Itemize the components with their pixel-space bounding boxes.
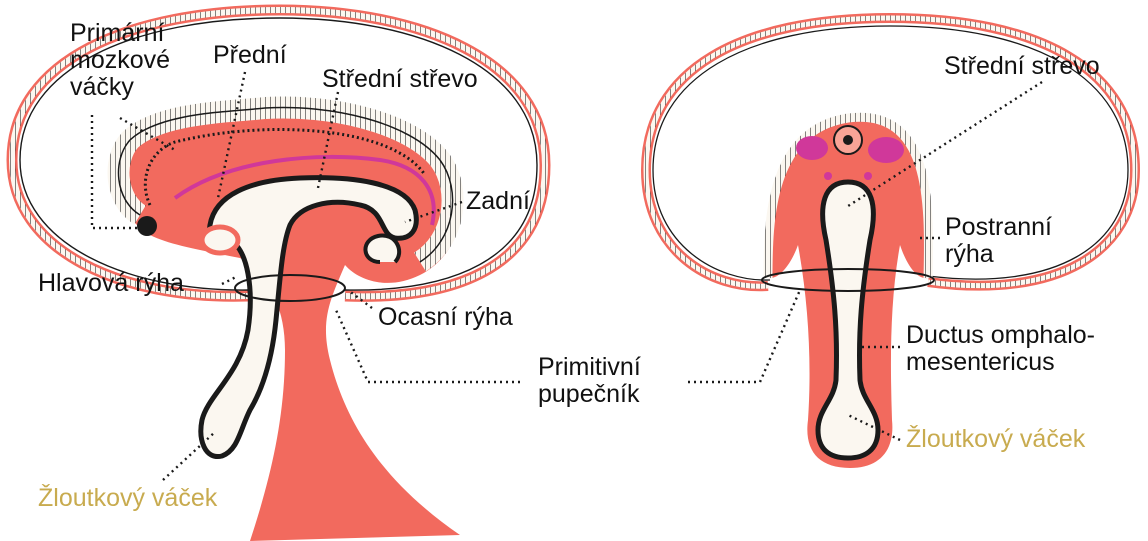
label-primary-brain-vesicles: Primární mozkové váčky: [70, 20, 170, 101]
label-midgut-left: Střední střevo: [322, 66, 478, 93]
label-yolk-sac-left: Žloutkový váček: [38, 485, 217, 512]
leader-umbilicus-right: [688, 290, 800, 382]
left-brain-vesicle: [137, 216, 157, 236]
right-mesoderm-dot-left: [824, 172, 832, 180]
right-somite-left: [796, 136, 828, 160]
right-notochord: [843, 135, 853, 145]
leader-head-fold: [222, 276, 238, 284]
label-midgut-right: Střední střevo: [944, 53, 1100, 80]
right-mesoderm-dot-right: [864, 172, 872, 180]
label-head-fold: Hlavová rýha: [38, 270, 184, 297]
right-embryo-figure: [646, 18, 1135, 468]
right-somite-right: [868, 137, 904, 163]
label-primitive-umbilicus: Primitivní pupečník: [538, 354, 641, 408]
left-foregut-pocket: [202, 227, 238, 253]
label-hindgut: Zadní: [466, 188, 530, 215]
left-hindgut-curl: [365, 235, 399, 262]
label-foregut: Přední: [213, 42, 287, 69]
leader-yolk-left: [163, 432, 215, 480]
label-tail-fold: Ocasní rýha: [378, 304, 513, 331]
label-yolk-sac-right: Žloutkový váček: [906, 426, 1085, 453]
label-lateral-fold: Postranní rýha: [945, 214, 1052, 268]
label-vitelline-duct: Ductus omphalo- mesentericus: [906, 322, 1095, 376]
